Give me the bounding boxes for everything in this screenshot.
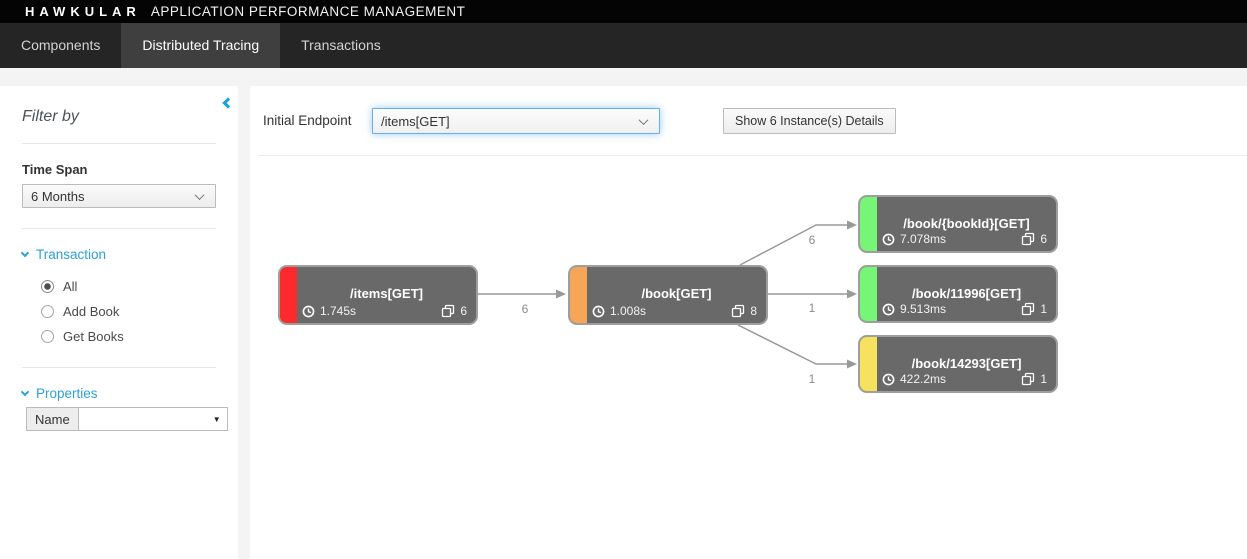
radio-input-get-books[interactable] — [41, 330, 54, 343]
radio-input-all[interactable] — [41, 280, 54, 293]
radio-label: All — [63, 279, 78, 294]
divider — [22, 228, 216, 229]
copies-icon — [1022, 232, 1035, 246]
initial-endpoint-dropdown[interactable]: /items[GET] — [372, 108, 660, 134]
show-instances-details-button[interactable]: Show 6 Instance(s) Details — [723, 108, 896, 134]
properties-section-toggle[interactable]: Properties — [20, 386, 98, 401]
chevron-down-icon — [20, 248, 30, 258]
trace-node-items[interactable]: /items[GET] 1.745s 6 — [278, 265, 478, 325]
chevron-down-icon — [20, 387, 30, 397]
severity-stripe — [860, 337, 877, 391]
time-span-label: Time Span — [22, 162, 88, 177]
transaction-section-label: Transaction — [36, 247, 107, 262]
radio-transaction-get-books[interactable]: Get Books — [41, 329, 124, 344]
divider — [22, 143, 216, 144]
severity-stripe — [570, 267, 587, 323]
initial-endpoint-label: Initial Endpoint — [263, 113, 352, 128]
divider — [259, 155, 1247, 156]
radio-label: Get Books — [63, 329, 124, 344]
clock-icon — [882, 233, 895, 245]
edge-count-label: 6 — [522, 302, 529, 316]
node-duration: 7.078ms — [882, 232, 946, 246]
trace-node-book-14293[interactable]: /book/14293[GET] 422.2ms 1 — [858, 335, 1058, 393]
node-instance-count: 6 — [441, 304, 467, 318]
select-arrow-icon: ▼ — [212, 414, 221, 424]
initial-endpoint-value: /items[GET] — [381, 113, 450, 129]
node-duration: 422.2ms — [882, 372, 946, 386]
time-span-dropdown[interactable]: 6 Months — [22, 184, 216, 208]
arrowhead-icon — [847, 359, 857, 369]
property-name-label: Name — [26, 407, 78, 431]
tab-transactions[interactable]: Transactions — [301, 37, 381, 53]
node-duration: 1.745s — [302, 304, 356, 318]
tab-distributed-tracing[interactable]: Distributed Tracing — [121, 23, 281, 68]
time-span-value: 6 Months — [31, 188, 85, 204]
node-instance-count: 6 — [1021, 232, 1047, 246]
node-instance-count: 1 — [1021, 372, 1047, 386]
sidebar-collapse-button[interactable] — [220, 94, 236, 110]
trace-node-book[interactable]: /book[GET] 1.008s 8 — [568, 265, 768, 325]
divider — [22, 367, 216, 368]
chevron-left-icon — [222, 97, 234, 109]
arrowhead-icon — [847, 220, 857, 230]
copies-icon — [1022, 372, 1035, 386]
filter-sidebar: Filter by Time Span 6 Months Transaction… — [0, 86, 238, 559]
node-duration: 1.008s — [592, 304, 646, 318]
arrowhead-icon — [556, 289, 566, 299]
brand-bar: HAWKULAR APPLICATION PERFORMANCE MANAGEM… — [0, 0, 1247, 23]
transaction-section-toggle[interactable]: Transaction — [20, 247, 107, 262]
radio-transaction-add-book[interactable]: Add Book — [41, 304, 119, 319]
trace-node-book-11996[interactable]: /book/11996[GET] 9.513ms 1 — [858, 265, 1058, 323]
properties-section-label: Properties — [36, 386, 98, 401]
clock-icon — [882, 303, 895, 315]
edge-book-to-14293 — [737, 324, 847, 365]
main-navbar: Components Distributed Tracing Transacti… — [0, 23, 1247, 68]
node-endpoint-label: /book/14293[GET] — [911, 356, 1022, 371]
severity-stripe — [280, 267, 297, 323]
tab-components[interactable]: Components — [21, 37, 101, 53]
trace-edges-canvas: 6 6 1 1 — [478, 220, 857, 386]
property-name-group: Name ▼ — [26, 407, 228, 431]
edge-book-to-bookid — [739, 224, 847, 266]
radio-input-add-book[interactable] — [41, 305, 54, 318]
node-endpoint-label: /book/{bookId}[GET] — [903, 216, 1030, 231]
arrowhead-icon — [847, 289, 857, 299]
node-instance-count: 8 — [731, 304, 757, 318]
trace-node-bookid[interactable]: /book/{bookId}[GET] 7.078ms 6 — [858, 195, 1058, 253]
radio-transaction-all[interactable]: All — [41, 279, 77, 294]
copies-icon — [732, 304, 745, 318]
hawkular-logo: HAWKULAR — [25, 4, 141, 19]
tracing-main-panel: Initial Endpoint /items[GET] Show 6 Inst… — [250, 86, 1247, 559]
chevron-down-icon — [194, 189, 205, 200]
edge-count-label: 1 — [809, 301, 816, 315]
clock-icon — [882, 373, 895, 385]
node-instance-count: 1 — [1021, 302, 1047, 316]
filter-by-title: Filter by — [22, 108, 79, 125]
node-endpoint-label: /book/11996[GET] — [911, 286, 1022, 301]
node-endpoint-label: /items[GET] — [350, 286, 423, 301]
clock-icon — [592, 305, 605, 317]
copies-icon — [1022, 302, 1035, 316]
severity-stripe — [860, 197, 877, 251]
property-name-select[interactable]: ▼ — [77, 407, 228, 431]
severity-stripe — [860, 267, 877, 321]
copies-icon — [442, 304, 455, 318]
edge-count-label: 1 — [809, 372, 816, 386]
edge-count-label: 6 — [809, 233, 816, 247]
radio-label: Add Book — [63, 304, 120, 319]
clock-icon — [302, 305, 315, 317]
node-endpoint-label: /book[GET] — [641, 286, 712, 301]
node-duration: 9.513ms — [882, 302, 946, 316]
product-title: APPLICATION PERFORMANCE MANAGEMENT — [150, 4, 466, 19]
